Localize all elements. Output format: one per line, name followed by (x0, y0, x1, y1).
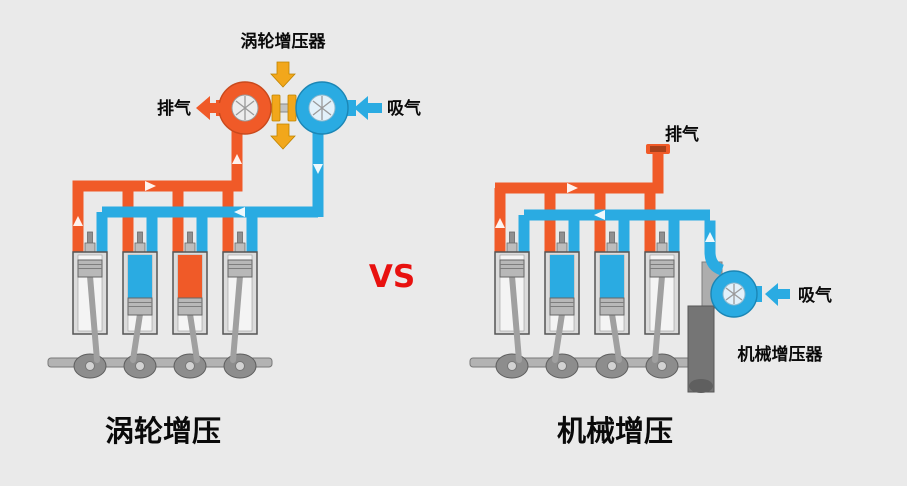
spark-plug (506, 231, 518, 253)
super-flow-arrows (495, 183, 715, 242)
combustion-charge (178, 255, 202, 298)
turbo-flow-arrows (73, 154, 323, 226)
supercharger-unit (687, 270, 790, 393)
intake-in-arrow (354, 96, 382, 120)
crankshaft (47, 353, 273, 379)
spark-plug (184, 231, 196, 253)
intake-charge (600, 255, 624, 298)
cylinder-4 (222, 251, 258, 363)
cylinder-4 (644, 251, 680, 363)
super-intake-in-arrow (765, 283, 790, 306)
intake-charge (128, 255, 152, 298)
cylinder-3 (594, 251, 630, 363)
super-intake-pipes (518, 209, 725, 276)
cylinder-2 (122, 251, 158, 363)
turbo-caption: 涡轮增压 (105, 414, 221, 448)
super-exhaust-label: 排气 (665, 124, 699, 145)
cylinder-1 (72, 251, 108, 363)
turbo-intake-pipes (96, 132, 324, 252)
spark-plug (234, 231, 246, 253)
super-engine (469, 231, 695, 379)
exhaust-out-arrow (196, 96, 224, 120)
supercharger-drive (687, 305, 715, 393)
super-caption: 机械增压 (557, 414, 673, 448)
shaft-arrow-down-top (270, 61, 296, 88)
cylinder-3 (172, 251, 208, 363)
spark-plug (556, 231, 568, 253)
turbo-engine (47, 231, 273, 379)
spark-plug (656, 231, 668, 253)
turbo-intake-label: 吸气 (387, 98, 421, 119)
shaft-arrow-down-bottom (270, 123, 296, 150)
shaft-gear (271, 94, 281, 122)
spark-plug (134, 231, 146, 253)
cylinder-2 (544, 251, 580, 363)
spark-plug (84, 231, 96, 253)
crankshaft (469, 353, 695, 379)
drive-pulley-icon (689, 379, 713, 393)
super-intake-label: 吸气 (798, 285, 832, 306)
vs-label: VS (369, 259, 415, 295)
turbocharger-unit (196, 61, 382, 150)
spark-plug (606, 231, 618, 253)
shaft-gear (287, 94, 297, 122)
cylinder-1 (494, 251, 530, 363)
supercharger-title: 机械增压器 (738, 344, 824, 365)
intake-charge (550, 255, 574, 298)
turbocharger-title: 涡轮增压器 (241, 31, 327, 52)
turbo-exhaust-label: 排气 (157, 98, 191, 119)
